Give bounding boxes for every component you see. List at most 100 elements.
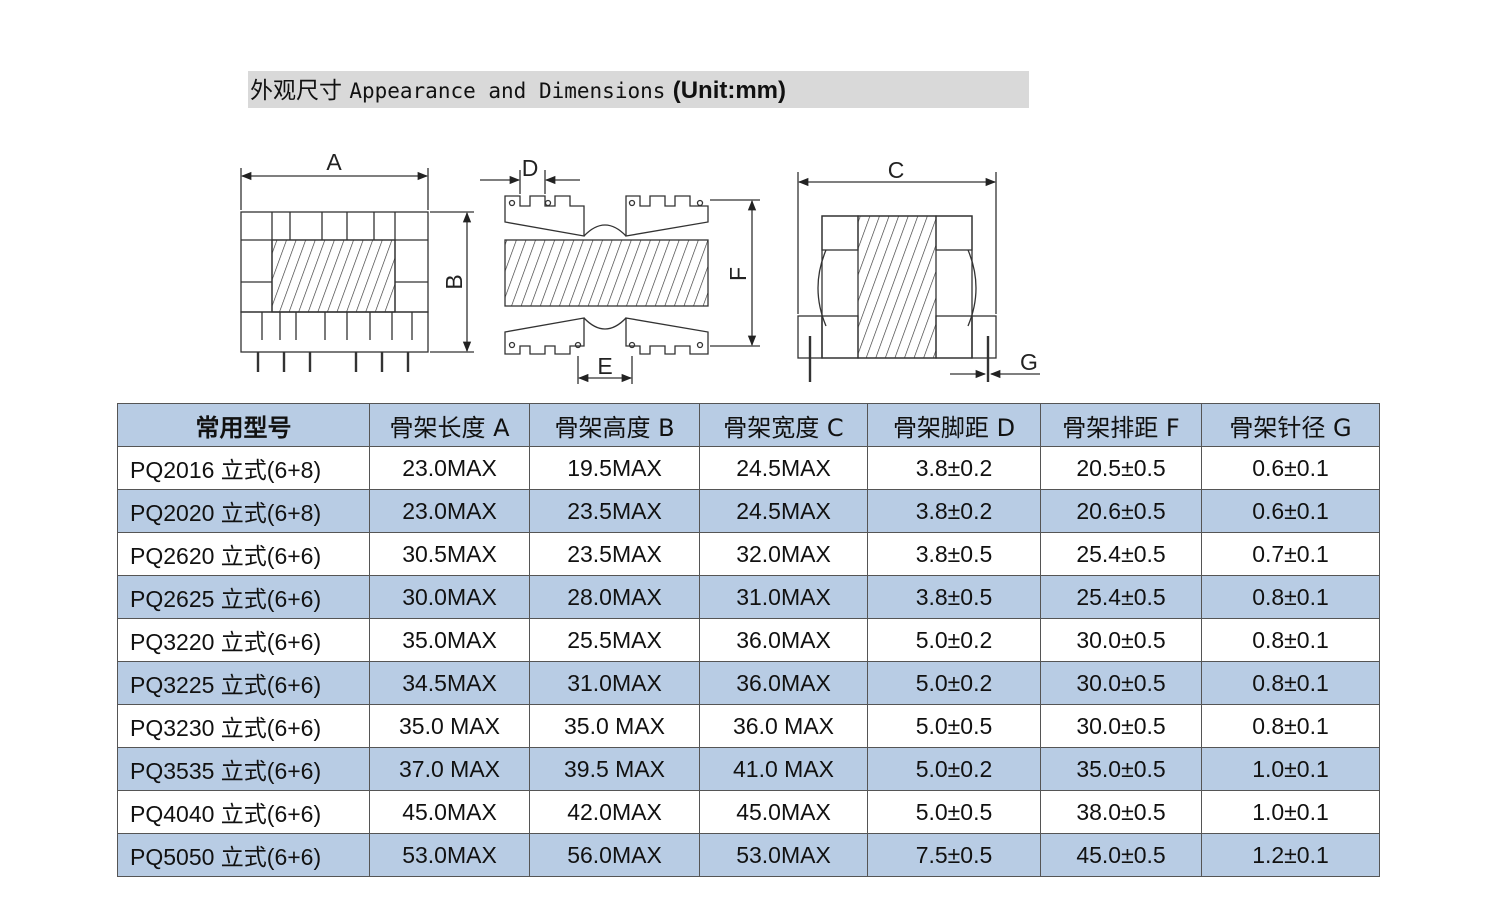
cell-width-c: 32.0MAX bbox=[699, 532, 868, 576]
table-header-row: 常用型号 骨架长度 A 骨架高度 B 骨架宽度 C 骨架脚距 D 骨架排距 F … bbox=[117, 403, 1380, 447]
label-e: E bbox=[597, 353, 612, 379]
cell-model: PQ3220 立式(6+6) bbox=[117, 618, 370, 662]
cell-model: PQ2620 立式(6+6) bbox=[117, 532, 370, 576]
cell-pin-diameter-g: 1.2±0.1 bbox=[1201, 833, 1380, 877]
cell-model: PQ4040 立式(6+6) bbox=[117, 790, 370, 834]
cell-width-c: 24.5MAX bbox=[699, 446, 868, 490]
cell-width-c: 53.0MAX bbox=[699, 833, 868, 877]
cell-height-b: 28.0MAX bbox=[529, 575, 700, 619]
cell-pin-diameter-g: 0.8±0.1 bbox=[1201, 618, 1380, 662]
header-width-c: 骨架宽度 C bbox=[699, 403, 868, 447]
cell-length-a: 53.0MAX bbox=[369, 833, 530, 877]
cell-height-b: 31.0MAX bbox=[529, 661, 700, 705]
cell-row-spacing-f: 38.0±0.5 bbox=[1040, 790, 1202, 834]
cell-pin-pitch-d: 3.8±0.2 bbox=[867, 489, 1041, 533]
cell-row-spacing-f: 30.0±0.5 bbox=[1040, 661, 1202, 705]
title-bar bbox=[248, 71, 1029, 108]
cell-width-c: 36.0 MAX bbox=[699, 704, 868, 748]
cell-width-c: 36.0MAX bbox=[699, 661, 868, 705]
cell-pin-pitch-d: 5.0±0.2 bbox=[867, 747, 1041, 791]
cell-row-spacing-f: 45.0±0.5 bbox=[1040, 833, 1202, 877]
page-title: 外观尺寸 Appearance and Dimensions (Unit:mm) bbox=[250, 76, 786, 106]
cell-pin-diameter-g: 0.8±0.1 bbox=[1201, 661, 1380, 705]
cell-pin-pitch-d: 3.8±0.5 bbox=[867, 575, 1041, 619]
cell-pin-pitch-d: 5.0±0.5 bbox=[867, 790, 1041, 834]
label-f: F bbox=[725, 267, 751, 281]
cell-pin-diameter-g: 0.7±0.1 bbox=[1201, 532, 1380, 576]
cell-pin-pitch-d: 3.8±0.2 bbox=[867, 446, 1041, 490]
header-model: 常用型号 bbox=[117, 403, 370, 447]
top-view bbox=[480, 170, 760, 384]
label-c: C bbox=[888, 157, 905, 183]
cell-height-b: 56.0MAX bbox=[529, 833, 700, 877]
cell-row-spacing-f: 30.0±0.5 bbox=[1040, 618, 1202, 662]
cell-width-c: 36.0MAX bbox=[699, 618, 868, 662]
cell-row-spacing-f: 25.4±0.5 bbox=[1040, 532, 1202, 576]
cell-length-a: 30.5MAX bbox=[369, 532, 530, 576]
cell-model: PQ2625 立式(6+6) bbox=[117, 575, 370, 619]
cell-model: PQ2020 立式(6+8) bbox=[117, 489, 370, 533]
cell-height-b: 39.5 MAX bbox=[529, 747, 700, 791]
cell-model: PQ2016 立式(6+8) bbox=[117, 446, 370, 490]
cell-pin-pitch-d: 5.0±0.2 bbox=[867, 661, 1041, 705]
cell-width-c: 45.0MAX bbox=[699, 790, 868, 834]
side-view bbox=[797, 172, 1040, 382]
cell-length-a: 30.0MAX bbox=[369, 575, 530, 619]
cell-row-spacing-f: 30.0±0.5 bbox=[1040, 704, 1202, 748]
header-pin-pitch-d: 骨架脚距 D bbox=[867, 403, 1041, 447]
cell-pin-diameter-g: 0.8±0.1 bbox=[1201, 575, 1380, 619]
cell-height-b: 35.0 MAX bbox=[529, 704, 700, 748]
cell-pin-diameter-g: 1.0±0.1 bbox=[1201, 790, 1380, 834]
cell-width-c: 31.0MAX bbox=[699, 575, 868, 619]
title-en: Appearance and Dimensions bbox=[349, 79, 666, 103]
cell-pin-pitch-d: 7.5±0.5 bbox=[867, 833, 1041, 877]
header-row-spacing-f: 骨架排距 F bbox=[1040, 403, 1202, 447]
label-a: A bbox=[326, 149, 342, 175]
cell-pin-pitch-d: 3.8±0.5 bbox=[867, 532, 1041, 576]
cell-length-a: 37.0 MAX bbox=[369, 747, 530, 791]
cell-row-spacing-f: 20.5±0.5 bbox=[1040, 446, 1202, 490]
cell-height-b: 23.5MAX bbox=[529, 489, 700, 533]
cell-row-spacing-f: 25.4±0.5 bbox=[1040, 575, 1202, 619]
cell-model: PQ3225 立式(6+6) bbox=[117, 661, 370, 705]
cell-row-spacing-f: 35.0±0.5 bbox=[1040, 747, 1202, 791]
cell-pin-diameter-g: 1.0±0.1 bbox=[1201, 747, 1380, 791]
cell-model: PQ5050 立式(6+6) bbox=[117, 833, 370, 877]
cell-length-a: 35.0 MAX bbox=[369, 704, 530, 748]
cell-pin-diameter-g: 0.8±0.1 bbox=[1201, 704, 1380, 748]
cell-length-a: 35.0MAX bbox=[369, 618, 530, 662]
cell-height-b: 42.0MAX bbox=[529, 790, 700, 834]
cell-length-a: 34.5MAX bbox=[369, 661, 530, 705]
cell-width-c: 24.5MAX bbox=[699, 489, 868, 533]
cell-length-a: 23.0MAX bbox=[369, 489, 530, 533]
header-pin-diameter-g: 骨架针径 G bbox=[1201, 403, 1380, 447]
cell-length-a: 23.0MAX bbox=[369, 446, 530, 490]
header-height-b: 骨架高度 B bbox=[529, 403, 700, 447]
cell-model: PQ3535 立式(6+6) bbox=[117, 747, 370, 791]
header-length-a: 骨架长度 A bbox=[369, 403, 530, 447]
cell-row-spacing-f: 20.6±0.5 bbox=[1040, 489, 1202, 533]
cell-height-b: 23.5MAX bbox=[529, 532, 700, 576]
cell-pin-pitch-d: 5.0±0.2 bbox=[867, 618, 1041, 662]
cell-pin-pitch-d: 5.0±0.5 bbox=[867, 704, 1041, 748]
spec-table: 常用型号 骨架长度 A 骨架高度 B 骨架宽度 C 骨架脚距 D 骨架排距 F … bbox=[117, 403, 1380, 877]
label-g: G bbox=[1020, 349, 1038, 375]
cell-model: PQ3230 立式(6+6) bbox=[117, 704, 370, 748]
cell-pin-diameter-g: 0.6±0.1 bbox=[1201, 446, 1380, 490]
cell-height-b: 25.5MAX bbox=[529, 618, 700, 662]
dimension-drawing: A B D E F bbox=[240, 149, 1040, 384]
label-b: B bbox=[441, 274, 467, 289]
cell-length-a: 45.0MAX bbox=[369, 790, 530, 834]
front-view bbox=[240, 168, 474, 372]
cell-pin-diameter-g: 0.6±0.1 bbox=[1201, 489, 1380, 533]
